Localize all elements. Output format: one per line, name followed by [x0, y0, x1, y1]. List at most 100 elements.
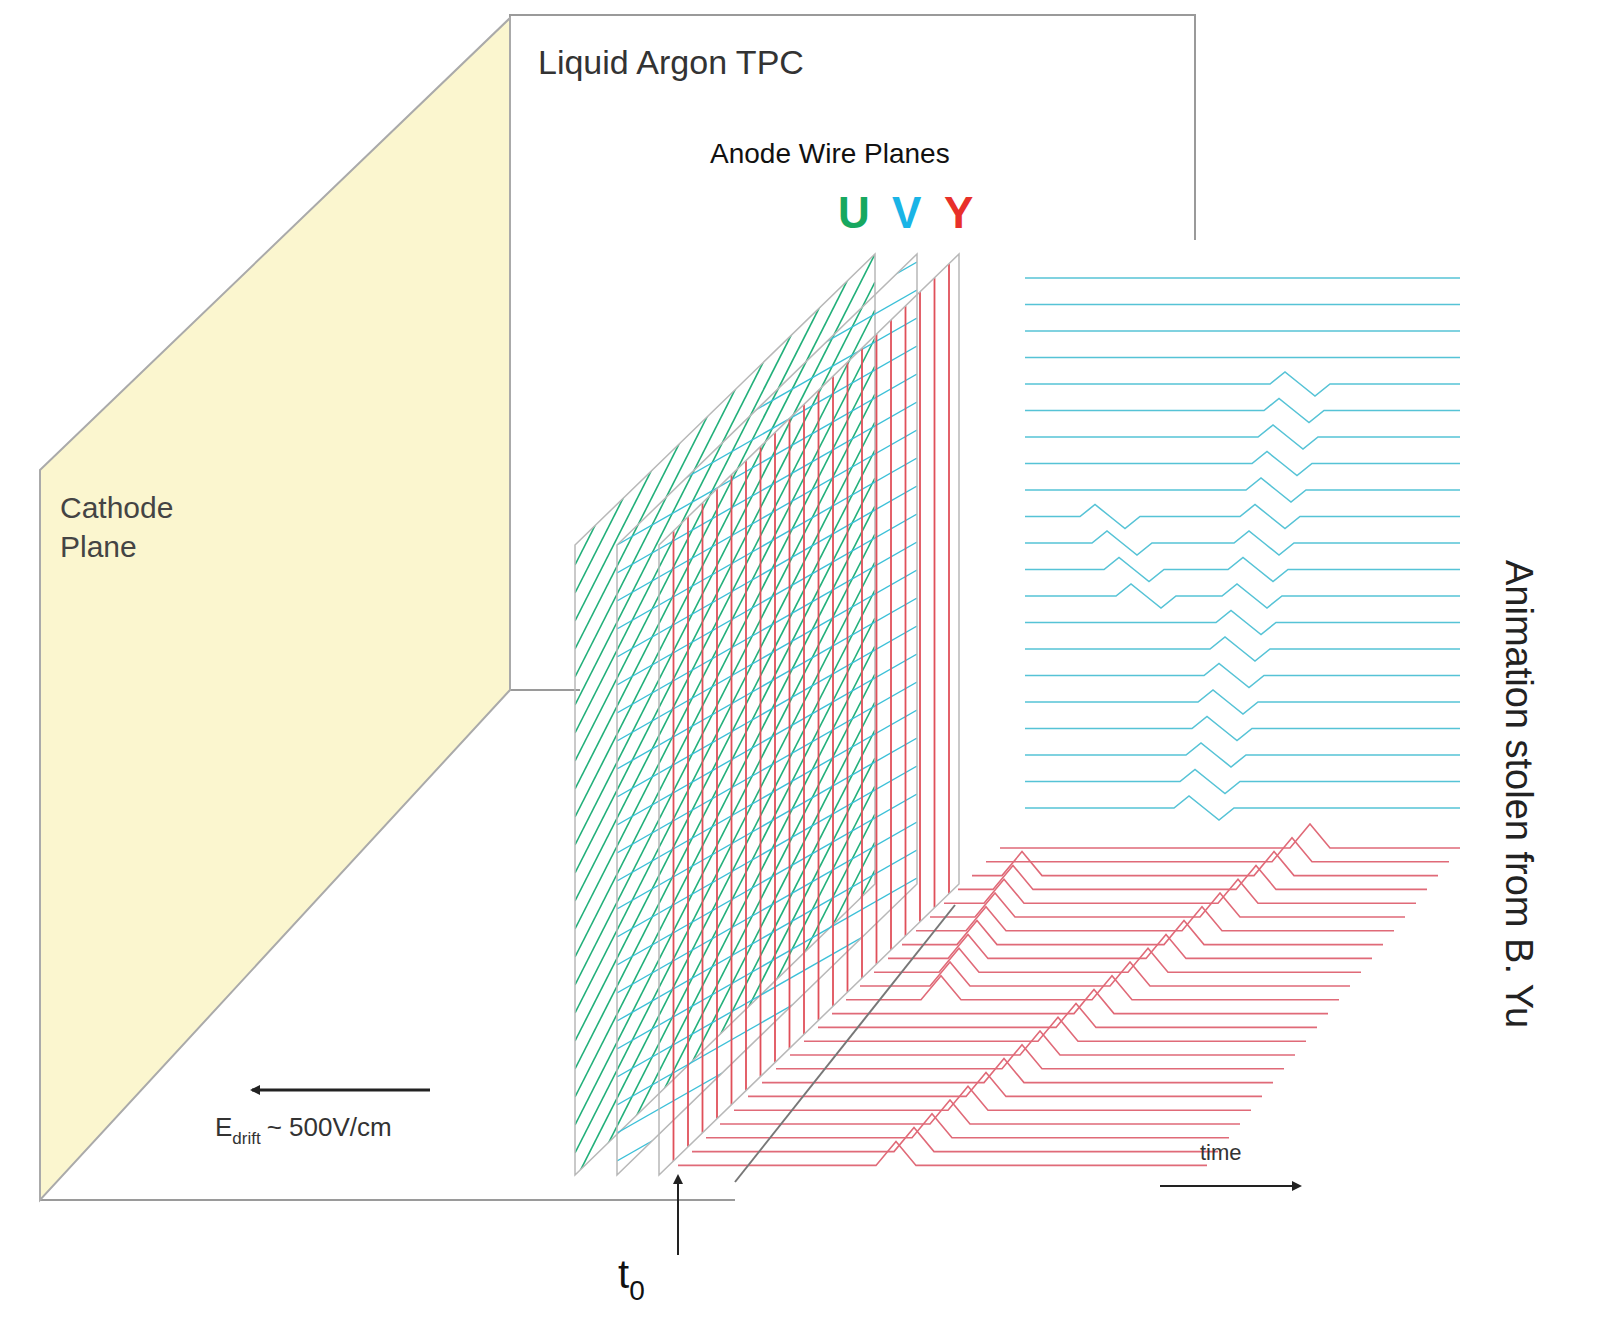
v-waveform — [1025, 425, 1460, 449]
v-wire — [617, 254, 917, 413]
u-wire — [575, 730, 875, 1175]
plane-heading: Anode Wire Planes — [710, 138, 950, 170]
v-label: V — [892, 188, 921, 238]
y-wire — [774, 432, 776, 1062]
y-waveform — [846, 976, 1339, 1000]
cathode-plane: Cathode Plane — [38, 16, 514, 1204]
v-wire — [617, 254, 917, 385]
y-waveform — [762, 1059, 1273, 1083]
v-waveform — [1025, 330, 1460, 332]
u-wire — [575, 1038, 875, 1175]
v-wire — [617, 254, 917, 581]
y-wire — [919, 292, 921, 922]
wire-planes — [575, 0, 959, 1328]
v-waveform — [1025, 304, 1460, 306]
plane-frame — [617, 254, 917, 1175]
wire-group — [617, 254, 917, 1175]
cathode-fill — [40, 18, 510, 1200]
t0-subscript: 0 — [629, 1275, 645, 1306]
u-wire — [575, 982, 875, 1175]
u-wire — [575, 674, 875, 1175]
v-wire — [617, 254, 917, 329]
y-waveform — [972, 852, 1438, 876]
y-wire — [731, 475, 733, 1105]
v-wire — [617, 898, 917, 1175]
y-waveform — [734, 1086, 1251, 1110]
t0-symbol: t — [618, 1252, 629, 1296]
y-wire — [861, 348, 863, 978]
y-waveform — [986, 838, 1449, 862]
u-wire — [575, 618, 875, 1175]
v-wire — [617, 814, 917, 1175]
u-wire — [575, 254, 875, 845]
y-wire — [803, 404, 805, 1034]
y-wire — [818, 390, 820, 1020]
wire-group — [575, 254, 875, 1175]
y-wire — [905, 306, 907, 936]
v-waveform — [1025, 505, 1460, 529]
field-subscript: drift — [232, 1129, 260, 1148]
u-wire — [575, 338, 875, 929]
t0-label: t0 — [618, 1252, 645, 1307]
v-waveform — [1025, 664, 1460, 688]
y-waveform — [958, 865, 1427, 889]
u-wire — [575, 870, 875, 1175]
waveform-panel — [1000, 240, 1470, 1205]
v-wire — [617, 254, 917, 497]
u-wire — [575, 282, 875, 873]
v-waveform — [1025, 277, 1460, 279]
credit-note: Animation stolen from B. Yu — [1497, 560, 1540, 1028]
v-waveform — [1025, 372, 1460, 396]
wire-plane — [659, 254, 959, 1175]
u-wire — [575, 814, 875, 1175]
drift-field-label: Edrift ~ 500V/cm — [215, 1112, 392, 1149]
y-wire — [687, 517, 689, 1147]
y-wire — [760, 447, 762, 1077]
y-wire — [847, 362, 849, 992]
time-arrow — [1160, 1185, 1300, 1187]
field-symbol: E — [215, 1112, 232, 1142]
v-wire — [617, 254, 917, 637]
y-waveform — [888, 934, 1372, 958]
y-waveform — [930, 893, 1405, 917]
v-waveform — [1025, 637, 1460, 661]
y-waveform — [916, 907, 1394, 931]
v-waveform — [1025, 690, 1460, 714]
u-wire — [575, 254, 875, 313]
v-waveform — [1025, 717, 1460, 741]
y-waveform — [790, 1031, 1295, 1055]
y-wire — [876, 334, 878, 964]
v-wire — [617, 254, 917, 273]
v-wire — [617, 254, 917, 357]
u-wire — [575, 1010, 875, 1175]
v-wire — [617, 870, 917, 1175]
v-waveform — [1025, 584, 1460, 608]
y-wire — [716, 489, 718, 1119]
waveforms — [678, 278, 1460, 1165]
y-waveform — [860, 962, 1350, 986]
y-waveform — [804, 1017, 1306, 1041]
y-waveform — [874, 948, 1361, 972]
v-waveform — [1025, 478, 1460, 502]
t0-arrow — [677, 1176, 679, 1255]
y-wire — [789, 418, 791, 1048]
v-waveform — [1025, 531, 1460, 555]
u-label: U — [838, 188, 870, 238]
y-waveform — [706, 1114, 1229, 1138]
v-wire — [617, 1038, 917, 1175]
plane-frame — [575, 254, 875, 1175]
v-waveform — [1025, 743, 1460, 767]
y-waveform — [1000, 824, 1460, 848]
y-wire — [745, 461, 747, 1091]
time-label: time — [1200, 1140, 1242, 1166]
wire-plane — [617, 0, 917, 1328]
node-label: Liquid Argon TPC — [538, 43, 1195, 82]
v-waveform — [1025, 399, 1460, 423]
plane-frame — [659, 254, 959, 1175]
tpc-box: Liquid Argon TPC — [510, 15, 1195, 690]
y-waveform — [692, 1128, 1218, 1152]
v-wire — [617, 254, 917, 441]
field-value: ~ 500V/cm — [267, 1112, 392, 1142]
u-wire — [575, 254, 875, 509]
v-waveform — [1025, 452, 1460, 476]
